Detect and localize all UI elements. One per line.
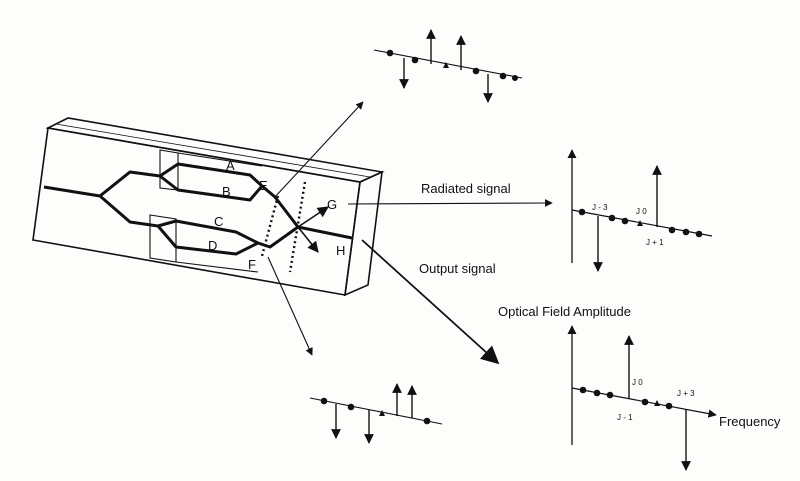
top-spectrum-axis bbox=[373, 49, 523, 79]
chip-front-face bbox=[32, 127, 361, 296]
output-spectrum: J 0 J + 3 J - 1 bbox=[567, 325, 717, 471]
output-label-j-minus-1: J - 1 bbox=[617, 413, 633, 422]
bottom-dot-3 bbox=[423, 417, 431, 425]
top-dot-3 bbox=[472, 67, 480, 75]
radiated-center-triangle bbox=[637, 220, 643, 226]
arrow-g-to-radiated-spectrum bbox=[347, 199, 553, 207]
node-label-c: C bbox=[214, 214, 223, 229]
input-waveguide bbox=[43, 185, 101, 198]
output-dot-4 bbox=[641, 398, 649, 406]
modulator-chip bbox=[32, 117, 385, 297]
arm-c-waveguide bbox=[157, 219, 259, 245]
arm-d-waveguide bbox=[156, 225, 259, 256]
chip-side-face bbox=[344, 170, 383, 297]
radiated-label-j-plus-1: J + 1 bbox=[646, 238, 664, 247]
radiated-dot-2 bbox=[608, 214, 616, 222]
node-label-f: F bbox=[248, 257, 256, 272]
top-center-triangle bbox=[443, 62, 449, 68]
lower-electrode-pad bbox=[175, 261, 259, 273]
arrow-e-to-top-spectrum bbox=[273, 101, 364, 199]
bottom-spectrum bbox=[309, 383, 443, 444]
output-label-j-plus-3: J + 3 bbox=[677, 389, 695, 398]
output-waveguide bbox=[297, 225, 353, 240]
top-spectrum bbox=[373, 29, 523, 103]
radiated-signal-label: Radiated signal bbox=[421, 181, 511, 196]
lower-branch-waveguide bbox=[99, 194, 159, 228]
bottom-dot-1 bbox=[320, 397, 328, 405]
dashed-plane-ef bbox=[260, 195, 280, 257]
output-center-triangle bbox=[654, 400, 660, 406]
node-label-d: D bbox=[208, 238, 217, 253]
radiated-dot-6 bbox=[695, 230, 703, 238]
top-dot-5 bbox=[512, 75, 518, 81]
node-label-g: G bbox=[327, 197, 337, 212]
arrow-h-to-output-spectrum bbox=[361, 239, 500, 365]
output-dot-1 bbox=[579, 386, 587, 394]
radiated-label-j-minus-3: J - 3 bbox=[592, 203, 608, 212]
radiated-arrow-up bbox=[297, 206, 329, 228]
bottom-dot-2 bbox=[347, 403, 355, 411]
output-label-j-0: J 0 bbox=[632, 378, 643, 387]
upper-electrode bbox=[159, 149, 179, 191]
radiated-dot-4 bbox=[668, 226, 676, 234]
node-label-a: A bbox=[226, 158, 235, 173]
combiner-lower bbox=[257, 225, 299, 249]
arm-b-waveguide bbox=[159, 174, 264, 202]
optical-field-amplitude-label: Optical Field Amplitude bbox=[498, 304, 631, 319]
radiated-arrow-down bbox=[297, 226, 319, 253]
dashed-plane-gh bbox=[288, 181, 307, 273]
upper-branch-waveguide bbox=[99, 170, 161, 198]
bottom-spectrum-axis bbox=[309, 397, 443, 425]
top-dot-4 bbox=[499, 72, 507, 80]
top-dot-1 bbox=[386, 49, 394, 57]
output-dot-2 bbox=[593, 389, 601, 397]
node-label-e: E bbox=[259, 178, 268, 193]
node-label-h: H bbox=[336, 243, 345, 258]
node-label-b: B bbox=[222, 184, 231, 199]
arm-a-waveguide bbox=[159, 162, 264, 188]
waveguide-network bbox=[43, 162, 353, 256]
radiated-dot-1 bbox=[578, 208, 586, 216]
top-dot-2 bbox=[411, 56, 419, 64]
radiated-dot-3 bbox=[621, 217, 629, 225]
chip-top-face bbox=[45, 117, 385, 183]
upper-electrode-pad bbox=[177, 152, 263, 167]
frequency-label: Frequency bbox=[719, 414, 781, 429]
electrodes bbox=[149, 149, 263, 273]
output-dot-5 bbox=[665, 402, 673, 410]
radiated-label-j-0: J 0 bbox=[636, 207, 647, 216]
output-signal-label: Output signal bbox=[419, 261, 496, 276]
arrow-f-to-bottom-spectrum bbox=[267, 256, 313, 356]
chip-edge-highlight bbox=[55, 123, 371, 178]
radiated-spectrum: J - 3 J 0 J + 1 bbox=[567, 149, 713, 272]
output-dot-3 bbox=[606, 391, 614, 399]
node-labels: A B C D E F G H bbox=[208, 158, 345, 272]
radiated-dot-5 bbox=[682, 228, 690, 236]
bottom-center-triangle bbox=[379, 410, 385, 416]
